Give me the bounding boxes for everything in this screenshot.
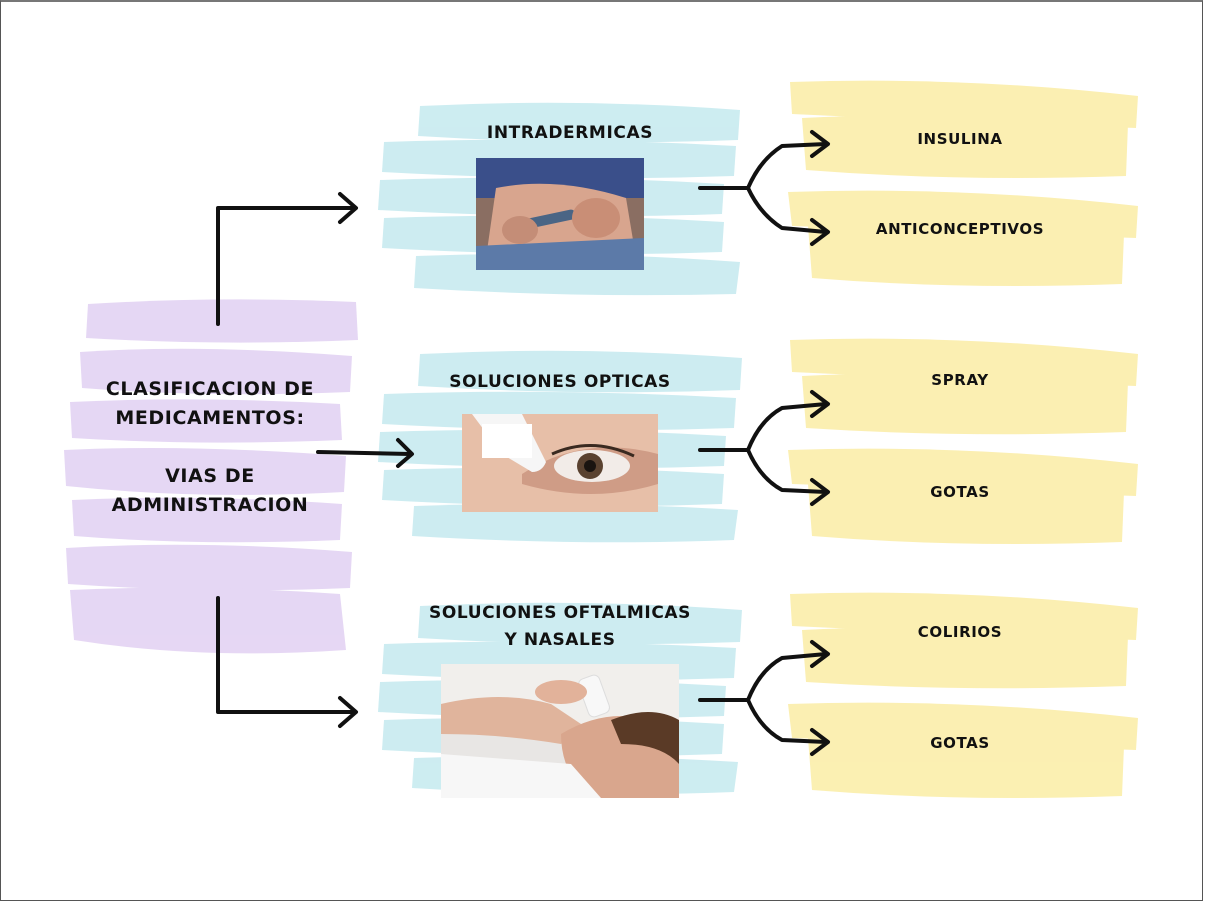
connector-oftalmicas	[216, 596, 356, 714]
root-node: CLASIFICACION DE MEDICAMENTOS: VIAS DE A…	[60, 375, 360, 520]
category-title-intradermicas: INTRADERMICAS	[486, 123, 654, 143]
category-title-soluciones-opticas: SOLUCIONES OPTICAS	[449, 372, 671, 392]
category-title-line2: Y NASALES	[504, 630, 616, 650]
leaf-insulina: INSULINA	[917, 130, 1003, 148]
root-title-line1: CLASIFICACION DE	[105, 378, 315, 400]
root-title-line2: MEDICAMENTOS:	[115, 407, 305, 429]
leaf-highlights	[788, 80, 1138, 798]
leaf-anticonceptivos: ANTICONCEPTIVOS	[875, 220, 1045, 238]
leaf-gotas-nasales: GOTAS	[930, 734, 990, 752]
category-title-soluciones-oftalmicas: SOLUCIONES OFTALMICAS Y NASALES	[380, 600, 740, 654]
root-connectors	[216, 192, 414, 728]
connector-intradermicas	[216, 206, 356, 326]
root-title-line4: ADMINISTRACION	[111, 494, 309, 516]
nasal-drops-photo	[441, 664, 679, 798]
insulin-injection-photo	[476, 158, 644, 270]
root-highlight	[64, 299, 358, 654]
arrowhead-intradermicas	[338, 192, 358, 224]
leaf-connectors	[698, 130, 830, 756]
leaf-gotas-opticas: GOTAS	[930, 483, 990, 501]
category-title-line1: SOLUCIONES OFTALMICAS	[428, 603, 692, 623]
leaf-spray: SPRAY	[931, 371, 989, 389]
leaf-colirios: COLIRIOS	[917, 623, 1003, 641]
arrowhead-opticas	[396, 438, 414, 468]
eye-drops-photo	[462, 414, 658, 512]
connector-opticas	[316, 450, 412, 456]
root-title-line3: VIAS DE	[165, 465, 255, 487]
arrowhead-oftalmicas	[338, 696, 358, 728]
